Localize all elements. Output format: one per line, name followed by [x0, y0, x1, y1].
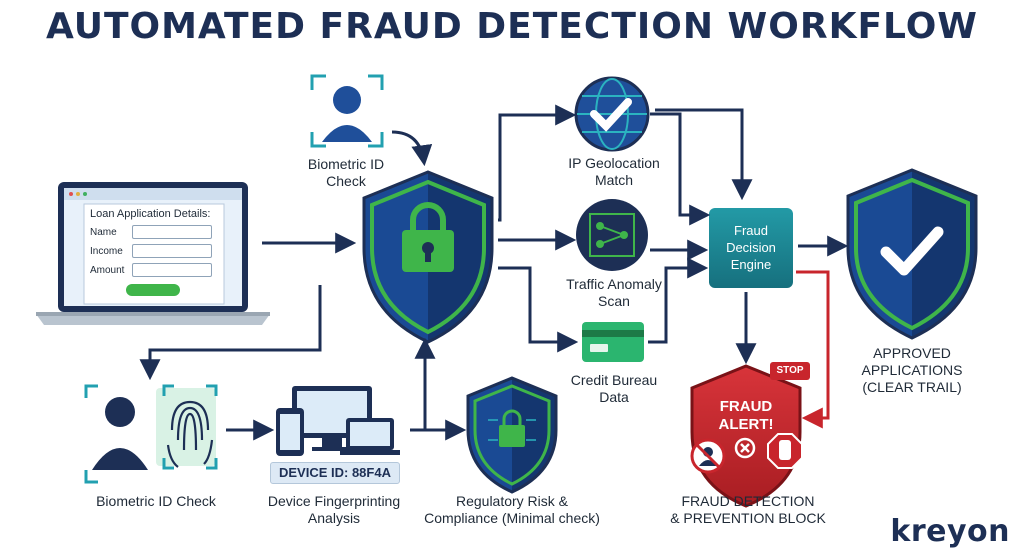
name-input: [132, 225, 212, 239]
amount-input: [132, 263, 212, 277]
label-biometric-bottom: Biometric ID Check: [96, 493, 216, 509]
label-fraud-alert: FRAUD ALERT!: [718, 398, 774, 433]
label-stop: STOP: [776, 365, 804, 376]
globe-check-icon: [574, 76, 650, 152]
field-label-income: Income: [90, 246, 123, 257]
security-shield-icon: [362, 170, 494, 344]
network-scan-icon: [576, 199, 648, 271]
face-scan-icon: [310, 74, 384, 148]
page-title: AUTOMATED FRAUD DETECTION WORKFLOW: [45, 6, 979, 47]
label-traffic-anomaly: Traffic Anomaly Scan: [566, 276, 662, 309]
label-device-fingerprinting: Device Fingerprinting Analysis: [267, 493, 401, 526]
label-credit-bureau: Credit Bureau Data: [570, 372, 658, 405]
device-id-badge: DEVICE ID: 88F4A: [270, 462, 400, 484]
field-label-amount: Amount: [90, 265, 125, 276]
flow-arrows: [139, 104, 849, 441]
brand-logo: kreyon: [890, 514, 1010, 549]
income-input: [132, 244, 212, 258]
fraud-alert-shield-icon: [690, 362, 810, 508]
credit-card-icon: [582, 322, 644, 362]
fraud-arrow: [796, 270, 830, 429]
compliance-shield-icon: [466, 376, 558, 494]
fingerprint-icon: [84, 384, 218, 484]
label-fraud-engine: Fraud Decision Engine: [726, 223, 776, 272]
devices-icon: [276, 386, 400, 456]
stop-badge: [770, 362, 810, 380]
label-approved: APPROVED APPLICATIONS (CLEAR TRAIL): [861, 345, 963, 395]
fraud-engine-box: [709, 208, 793, 288]
label-biometric-top: Biometric ID Check: [307, 156, 385, 189]
label-ip-geolocation: IP Geolocation Match: [568, 155, 660, 188]
approved-shield-icon: [846, 168, 978, 340]
label-fraud-block: FRAUD DETECTION & PREVENTION BLOCK: [670, 493, 826, 526]
form-heading: Loan Application Details:: [90, 208, 211, 220]
label-regulatory: Regulatory Risk & Compliance (Minimal ch…: [424, 493, 600, 526]
field-label-name: Name: [90, 227, 117, 238]
